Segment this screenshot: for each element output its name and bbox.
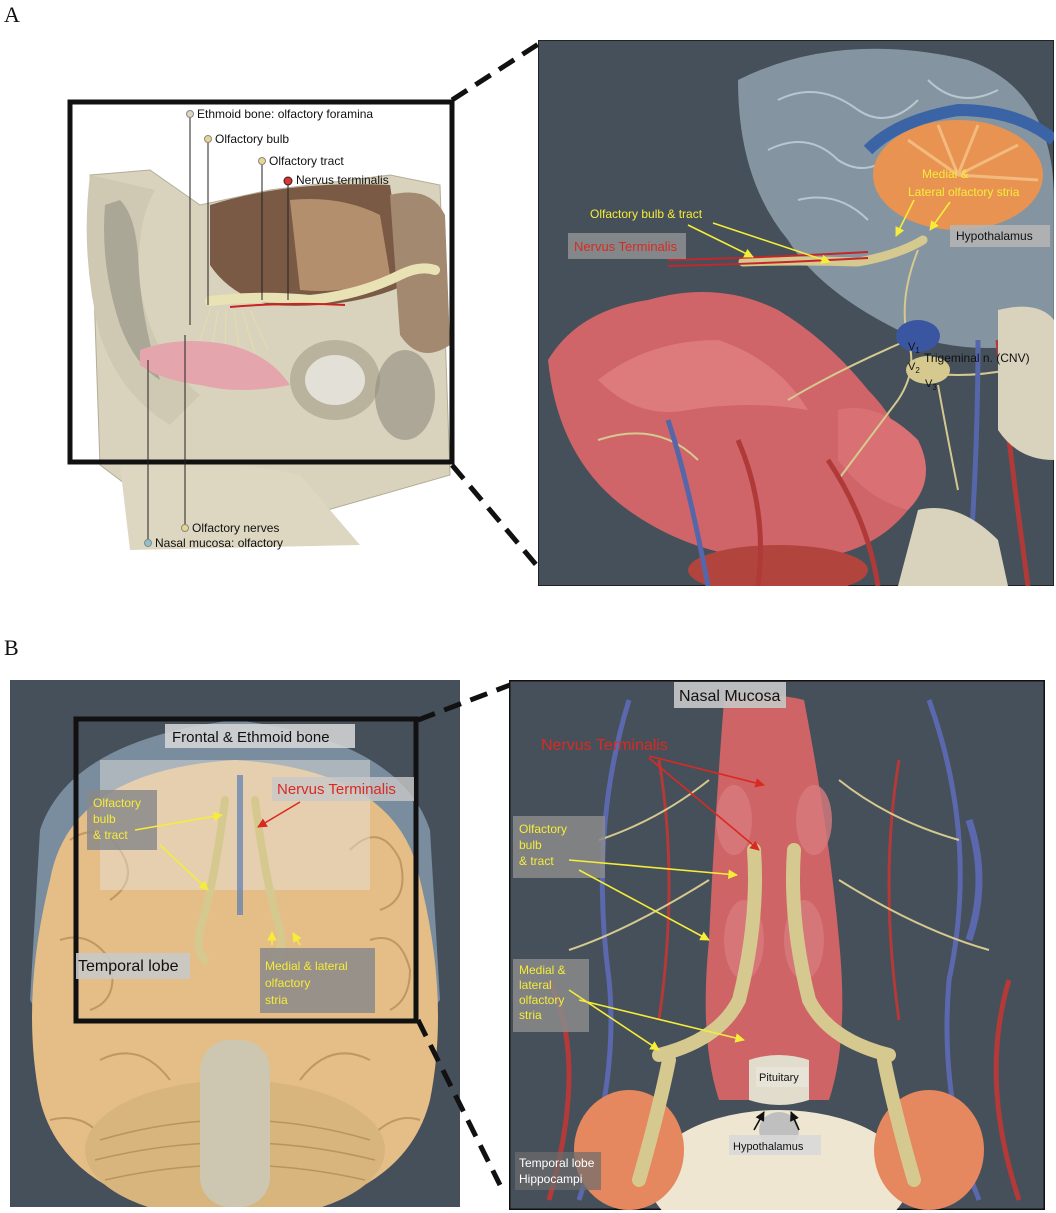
label-trigeminal: Trigeminal n. (CNV) [924, 351, 1030, 365]
label-stria-b-left-2: olfactory [265, 976, 310, 990]
label-v2: V2 [908, 361, 920, 375]
panel-a-letter: A [4, 2, 20, 27]
label-olfactory-b-right-2: bulb [519, 838, 542, 852]
label-olfactory-bulb: Olfactory bulb [215, 132, 289, 146]
panel-b-ventral-brain: Frontal & Ethmoid bone Nervus Terminalis… [10, 680, 460, 1207]
label-medial-stria-line2: Lateral olfactory stria [908, 185, 1020, 199]
label-v1: V1 [908, 341, 920, 355]
label-nervus-terminalis-b-right: Nervus Terminalis [541, 737, 668, 754]
label-hypothalamus-b: Hypothalamus [733, 1141, 804, 1153]
label-pituitary: Pituitary [759, 1072, 799, 1084]
label-nervus-terminalis-a: Nervus Terminalis [574, 239, 678, 254]
label-stria-b-left-3: stria [265, 993, 288, 1007]
label-olfactory-b-right-3: & tract [519, 854, 554, 868]
label-nervus-terminalis: Nervus terminalis [296, 173, 389, 187]
panel-b-letter: B [4, 635, 19, 660]
label-stria-b-right-2: lateral [519, 978, 552, 992]
panel-a-zoom-lines [450, 40, 542, 569]
panel-a-skull-section: Ethmoid bone: olfactory foramina Olfacto… [60, 95, 460, 555]
label-medial-stria-line1: Medial & [922, 167, 969, 181]
label-frontal-ethmoid: Frontal & Ethmoid bone [172, 729, 330, 746]
label-v3: V3 [925, 378, 937, 392]
label-olfactory-nerves: Olfactory nerves [192, 521, 279, 535]
label-olfactory-b-left-1: Olfactory [93, 796, 141, 810]
label-nasal-mucosa-olfactory: Nasal mucosa: olfactory [155, 536, 283, 550]
label-nasal-mucosa-b: Nasal Mucosa [679, 688, 780, 705]
label-olfactory-b-left-2: bulb [93, 812, 116, 826]
label-temporal-lobe-b-right: Temporal lobe [519, 1156, 595, 1170]
panel-b-zoomed-ventral-view: Nasal Mucosa Nervus Terminalis Olfactory… [509, 680, 1045, 1210]
label-stria-b-right-3: olfactory [519, 993, 564, 1007]
label-olfactory-tract: Olfactory tract [269, 154, 344, 168]
label-hypothalamus-a: Hypothalamus [956, 229, 1033, 243]
label-hippocampi: Hippocampi [519, 1172, 582, 1186]
label-temporal-lobe-b-left: Temporal lobe [78, 958, 179, 975]
label-stria-b-left-1: Medial & lateral [265, 959, 348, 973]
label-stria-b-right-4: stria [519, 1008, 542, 1022]
label-nervus-terminalis-b-left: Nervus Terminalis [277, 781, 396, 798]
label-stria-b-right-1: Medial & [519, 963, 566, 977]
label-ethmoid-foramina: Ethmoid bone: olfactory foramina [197, 107, 373, 121]
panel-b-zoom-lines [415, 682, 511, 1187]
label-olfactory-b-right-1: Olfactory [519, 822, 567, 836]
panel-a-lateral-3d-view: Nervus Terminalis Olfactory bulb & tract… [538, 40, 1054, 586]
label-olfactory-bulb-tract-a: Olfactory bulb & tract [590, 207, 703, 221]
label-olfactory-b-left-3: & tract [93, 828, 128, 842]
